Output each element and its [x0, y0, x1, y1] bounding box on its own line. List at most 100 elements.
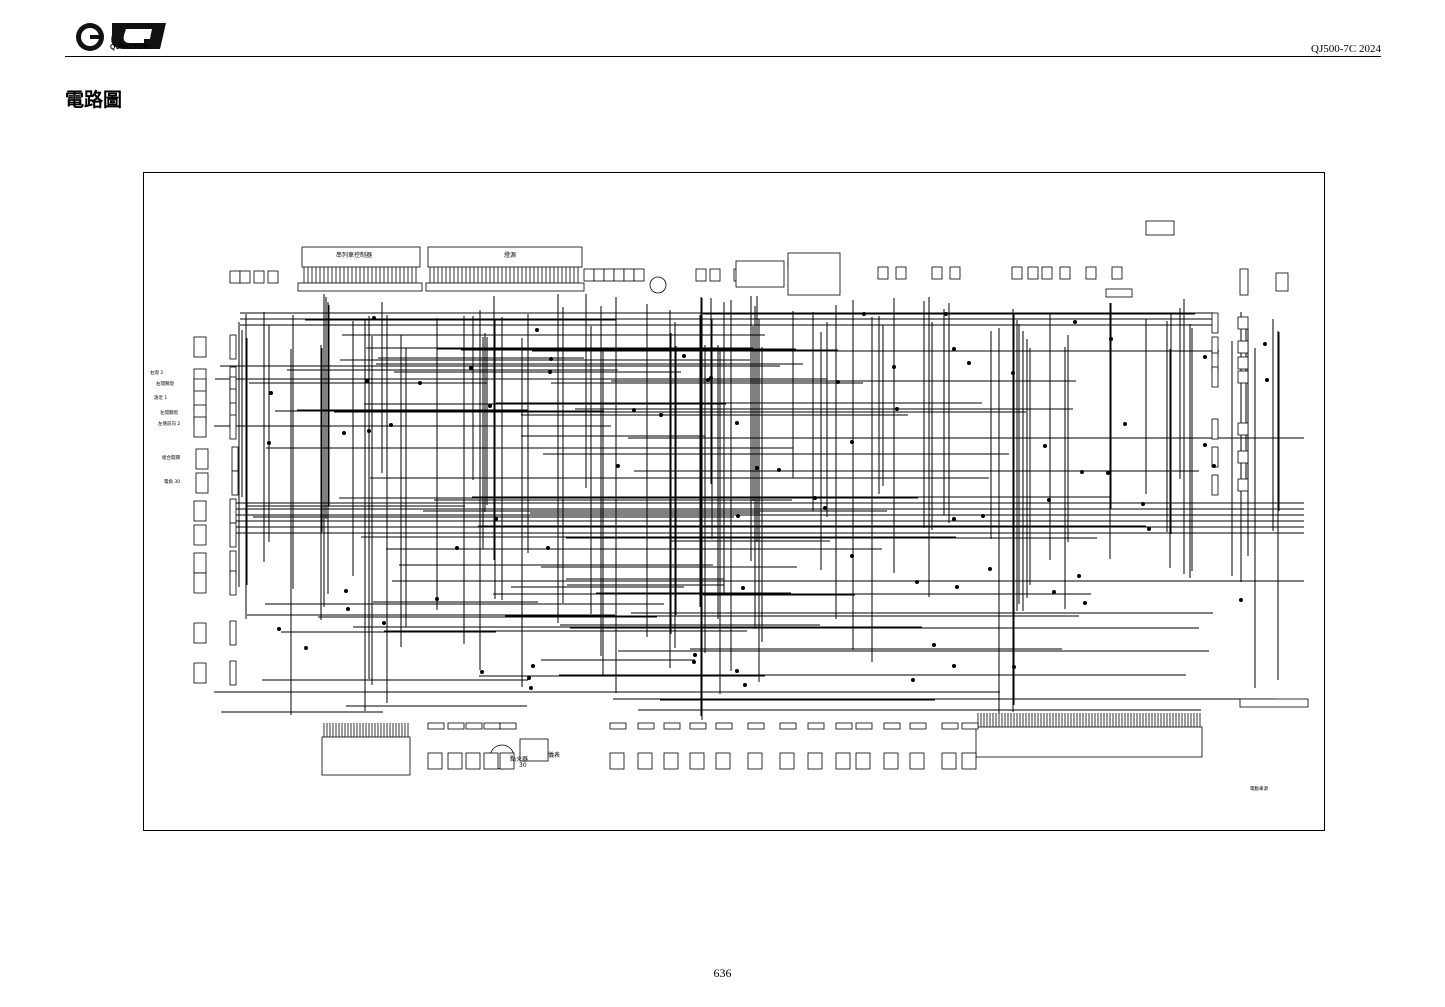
bottom-label-30: 30 — [519, 762, 527, 769]
left-label-6: 組合開關 — [162, 454, 180, 461]
junction-dot — [1147, 527, 1151, 531]
bottom-plug — [689, 722, 707, 730]
header-rule — [65, 56, 1381, 57]
left-label-7: 電角 30 — [164, 478, 180, 485]
junction-dot — [1265, 378, 1269, 382]
left-plug — [229, 660, 237, 686]
right-component — [1237, 478, 1249, 492]
junction-dot — [1123, 422, 1127, 426]
junction-dot — [549, 357, 553, 361]
bottom-connector-left — [321, 736, 411, 776]
bottom-plug — [779, 722, 797, 730]
right-plug — [1211, 366, 1219, 388]
component-box — [709, 268, 721, 282]
component-box — [1085, 266, 1097, 280]
bottom-component — [909, 752, 925, 770]
bottom-plug — [961, 722, 979, 730]
right-component — [1237, 422, 1249, 436]
bottom-connector-right — [975, 726, 1203, 758]
right-component — [1237, 450, 1249, 464]
wiring-diagram-svg: 串列車控制器 燈源 右燈 2 右開關燈 遠近 1 左開關燈 左側前向 2 組合開… — [150, 220, 1309, 792]
junction-dot — [389, 423, 393, 427]
page-title: 電路圖 — [65, 89, 123, 111]
left-label-2: 右開關燈 — [156, 380, 174, 387]
component-box — [253, 270, 265, 284]
junction-dot — [952, 517, 956, 521]
component-box — [633, 268, 645, 282]
junction-dot — [911, 678, 915, 682]
bottom-plug — [855, 722, 873, 730]
junction-dot — [777, 468, 781, 472]
left-label-1: 右燈 2 — [150, 369, 163, 376]
bottom-label-meter: 儀表 — [548, 751, 560, 759]
left-component — [195, 448, 209, 470]
junction-dot — [741, 586, 745, 590]
top-connector-2 — [427, 246, 583, 268]
bottom-plug — [883, 722, 901, 730]
left-plug — [229, 620, 237, 646]
bottom-component — [499, 752, 515, 770]
junction-dot — [304, 646, 308, 650]
junction-dot — [1239, 598, 1243, 602]
component-box — [931, 266, 943, 280]
junction-dot — [344, 589, 348, 593]
bottom-plug — [465, 722, 483, 730]
junction-dot — [743, 683, 747, 687]
junction-dot — [494, 517, 498, 521]
bottom-component — [663, 752, 679, 770]
junction-dot — [1080, 470, 1084, 474]
left-plug — [231, 446, 239, 472]
bottom-component — [747, 752, 763, 770]
junction-dot — [850, 554, 854, 558]
junction-dot — [469, 366, 473, 370]
component-box — [239, 270, 251, 284]
bottom-plug — [747, 722, 765, 730]
junction-dot — [531, 664, 535, 668]
left-component — [193, 622, 207, 644]
top-connector-1-label: 串列車控制器 — [336, 251, 372, 259]
right-component — [1237, 370, 1249, 384]
right-sensor — [1275, 272, 1289, 292]
junction-dot — [692, 660, 696, 664]
left-component — [193, 662, 207, 684]
junction-dot — [1077, 574, 1081, 578]
junction-dot — [1263, 342, 1267, 346]
bottom-plug — [447, 722, 465, 730]
bottom-plug — [483, 722, 501, 730]
right-component — [1237, 340, 1249, 354]
top-right-plug — [1105, 288, 1133, 298]
left-plug — [229, 414, 237, 440]
junction-dot — [1203, 443, 1207, 447]
junction-dot — [915, 580, 919, 584]
junction-dot — [1047, 498, 1051, 502]
junction-dot — [813, 496, 817, 500]
bottom-plug — [715, 722, 733, 730]
left-plug — [229, 570, 237, 596]
bottom-plug — [427, 722, 445, 730]
junction-dot — [346, 607, 350, 611]
junction-dot — [836, 380, 840, 384]
junction-dot — [267, 441, 271, 445]
bottom-component — [637, 752, 653, 770]
junction-dot — [892, 365, 896, 369]
page-number: 636 — [713, 966, 732, 980]
component-box — [695, 268, 707, 282]
junction-dot — [709, 376, 713, 380]
meter-box — [519, 738, 549, 762]
bottom-component — [941, 752, 957, 770]
left-component — [193, 416, 207, 438]
right-plug — [1239, 268, 1249, 296]
left-plug — [231, 470, 239, 496]
junction-dot — [659, 413, 663, 417]
junction-dot — [365, 379, 369, 383]
junction-dot — [435, 597, 439, 601]
left-component — [193, 572, 207, 594]
junction-dot — [546, 546, 550, 550]
junction-dot — [1011, 371, 1015, 375]
bottom-component — [779, 752, 795, 770]
junction-dot — [862, 312, 866, 316]
junction-dot — [535, 328, 539, 332]
left-plug — [229, 522, 237, 548]
bottom-component — [483, 752, 499, 770]
junction-dot — [1109, 337, 1113, 341]
